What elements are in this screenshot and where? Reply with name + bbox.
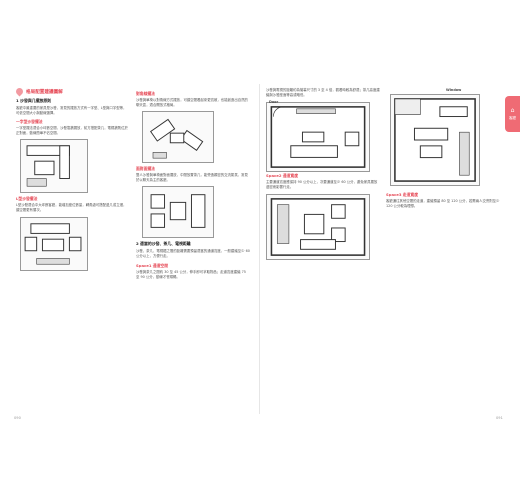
section-heading: 格局配置建議圖解 bbox=[14, 86, 128, 97]
subheading: Space1 通道空間 bbox=[136, 262, 168, 268]
floor-plan-diagram bbox=[142, 111, 214, 164]
floor-plan-diagram bbox=[390, 94, 480, 186]
subheading: 對角線擺法 bbox=[136, 91, 155, 96]
right-column-2: Window Space3 走道寬度 客廳通往其他空間的走道，建議預留 80 至… bbox=[386, 88, 500, 209]
paragraph: 客廳中最重要的家具是沙發，常見的擺放方式有一字型、L型與口字型等，可依空間大小與… bbox=[16, 106, 127, 116]
chapter-tab[interactable]: ⌂ 客廳 bbox=[505, 96, 520, 132]
location-pin-icon bbox=[14, 86, 25, 97]
sofa-icon: ⌂ bbox=[510, 107, 515, 114]
floor-plan-diagram bbox=[20, 139, 88, 194]
chapter-tab-label: 客廳 bbox=[509, 116, 516, 120]
window-label: Window bbox=[446, 88, 462, 92]
floor-plan-diagram bbox=[266, 194, 370, 261]
page-number-left: 090 bbox=[14, 416, 21, 420]
paragraph: 主要通道寬度應保持 90 公分以上，次要通道至少 60 公分，避免家具擺放過密而… bbox=[266, 180, 378, 190]
paragraph: 沙發、茶几、電視櫃之間的距離需要預留適當的通道寬度，一般建議至少 60 公分以上… bbox=[136, 249, 250, 259]
heading-1: 1 沙發與几擺放原則 bbox=[16, 98, 52, 103]
right-column-1: 沙發與電視的距離約為螢幕尺寸的 3 至 4 倍，觀看時較為舒適；茶几高度建議與沙… bbox=[266, 88, 380, 261]
paragraph: 客廳通往其他空間的走道，建議預留 80 至 120 公分，若需兩人交會則至少 1… bbox=[386, 199, 500, 209]
section-title: 格局配置建議圖解 bbox=[26, 89, 63, 95]
floor-plan-diagram bbox=[20, 216, 88, 271]
paragraph: 沙發與電視的距離約為螢幕尺寸的 3 至 4 倍，觀看時較為舒適；茶几高度建議與沙… bbox=[266, 88, 380, 98]
page-number-right: 091 bbox=[496, 416, 503, 420]
subheading: Space2 通道寬度 bbox=[266, 173, 298, 179]
floor-plan-diagram bbox=[142, 186, 214, 239]
page-gutter bbox=[259, 84, 260, 414]
subheading: Space3 走道寬度 bbox=[386, 192, 418, 197]
paragraph: 雙人沙發與單椅面對面擺放，中間放置茶几，能營造親密的交流氣氛，常見於以聊天為主的… bbox=[136, 173, 248, 183]
subheading: 一字型沙發擺法 bbox=[16, 119, 43, 125]
subheading: L型沙發擺法 bbox=[16, 196, 38, 202]
right-page: 沙發與電視的距離約為螢幕尺寸的 3 至 4 倍，觀看時較為舒適；茶几高度建議與沙… bbox=[262, 88, 510, 410]
door-label: Door bbox=[269, 100, 279, 105]
paragraph: L型沙發適合中大坪數客廳，能增加座位數量，轉角處可搭配邊几或立燈，讓空間更有層次… bbox=[16, 203, 127, 213]
left-page: 格局配置建議圖解 1 沙發與几擺放原則 客廳中最重要的家具是沙發，常見的擺放方式… bbox=[10, 86, 258, 410]
heading-2: 2 適當的沙發、茶几、電視距離 bbox=[136, 241, 191, 247]
paragraph: 沙發與單椅以對角線方式擺放，可讓空間看起來更寬敞，也能創造出自然的聊天區，適合開… bbox=[136, 98, 248, 108]
left-column-2: 對角線擺法 沙發與單椅以對角線方式擺放，可讓空間看起來更寬敞，也能創造出自然的聊… bbox=[136, 88, 250, 280]
paragraph: 沙發與茶几之間約 30 至 45 公分，伸手即可拿取物品；走道寬度建議 75 至… bbox=[136, 269, 246, 279]
subheading: 面對面擺法 bbox=[136, 166, 155, 172]
paragraph: 一字型擺法適合小坪數空間，沙發靠牆擺放，前方搭配茶几，電視牆則位於正對面，動線簡… bbox=[16, 126, 128, 136]
left-column-1: 格局配置建議圖解 1 沙發與几擺放原則 客廳中最重要的家具是沙發，常見的擺放方式… bbox=[14, 86, 128, 271]
floor-plan-diagram bbox=[266, 102, 370, 173]
